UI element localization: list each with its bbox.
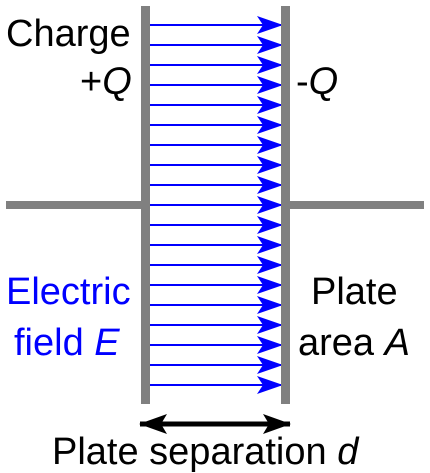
electric-field-lines (150, 16, 283, 394)
positive-plate (141, 6, 150, 404)
charge-title: Charge (6, 13, 131, 55)
field-label-line1: Electric (6, 271, 131, 313)
plate-label-line2: area A (298, 322, 410, 364)
plate-label-line1: Plate (311, 271, 398, 313)
separation-label: Plate separation d (52, 431, 360, 473)
negative-plate (281, 6, 290, 404)
positive-charge-label: +Q (80, 61, 132, 103)
field-label-line2: field E (14, 322, 120, 364)
negative-charge-label: -Q (296, 61, 338, 103)
